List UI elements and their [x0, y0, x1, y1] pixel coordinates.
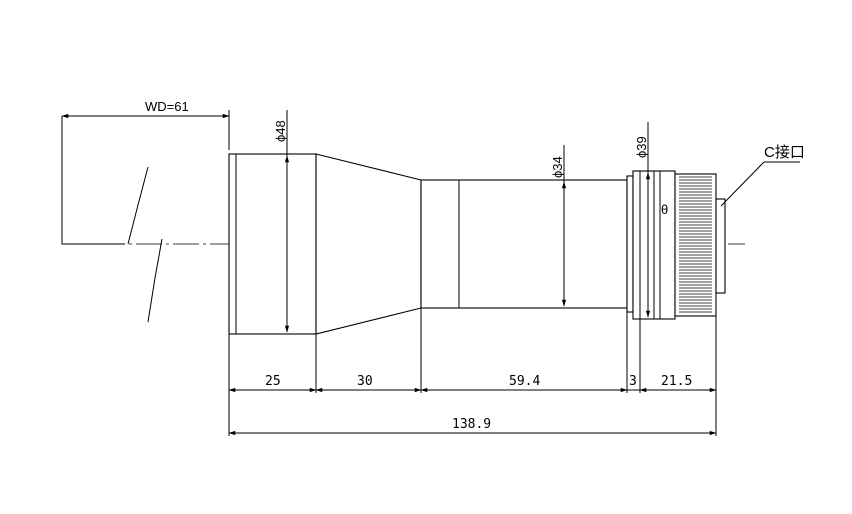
mount-callout: C接口	[720, 144, 805, 207]
taper-section	[315, 153, 422, 335]
knurl-pattern	[679, 176, 712, 313]
diameter-48-label: ϕ48	[273, 120, 288, 142]
middle-barrel	[420, 179, 628, 309]
segment-2-label: 30	[357, 374, 373, 389]
segment-dimensions: 25 30 59.4 3 21.5	[228, 374, 717, 393]
mount-symbol: θ	[661, 202, 668, 217]
segment-5-label: 21.5	[661, 374, 692, 389]
diameter-dimensions: ϕ48 ϕ34 ϕ39	[273, 110, 651, 333]
working-distance-label: WD=61	[145, 99, 189, 114]
segment-3-label: 59.4	[509, 374, 540, 389]
step-ring	[626, 175, 634, 313]
extension-lines	[228, 308, 717, 436]
front-barrel	[228, 153, 317, 335]
mount-label: C接口	[764, 144, 805, 161]
diameter-34-label: ϕ34	[550, 156, 565, 178]
segment-1-label: 25	[265, 374, 281, 389]
diameter-39-label: ϕ39	[634, 136, 649, 158]
c-mount-thread	[715, 198, 726, 294]
working-distance-indicator: WD=61	[61, 99, 230, 323]
lens-body	[228, 153, 726, 335]
segment-4-label: 3	[629, 374, 637, 389]
total-length-label: 138.9	[452, 417, 491, 432]
total-length-dimension: 138.9	[228, 417, 717, 436]
